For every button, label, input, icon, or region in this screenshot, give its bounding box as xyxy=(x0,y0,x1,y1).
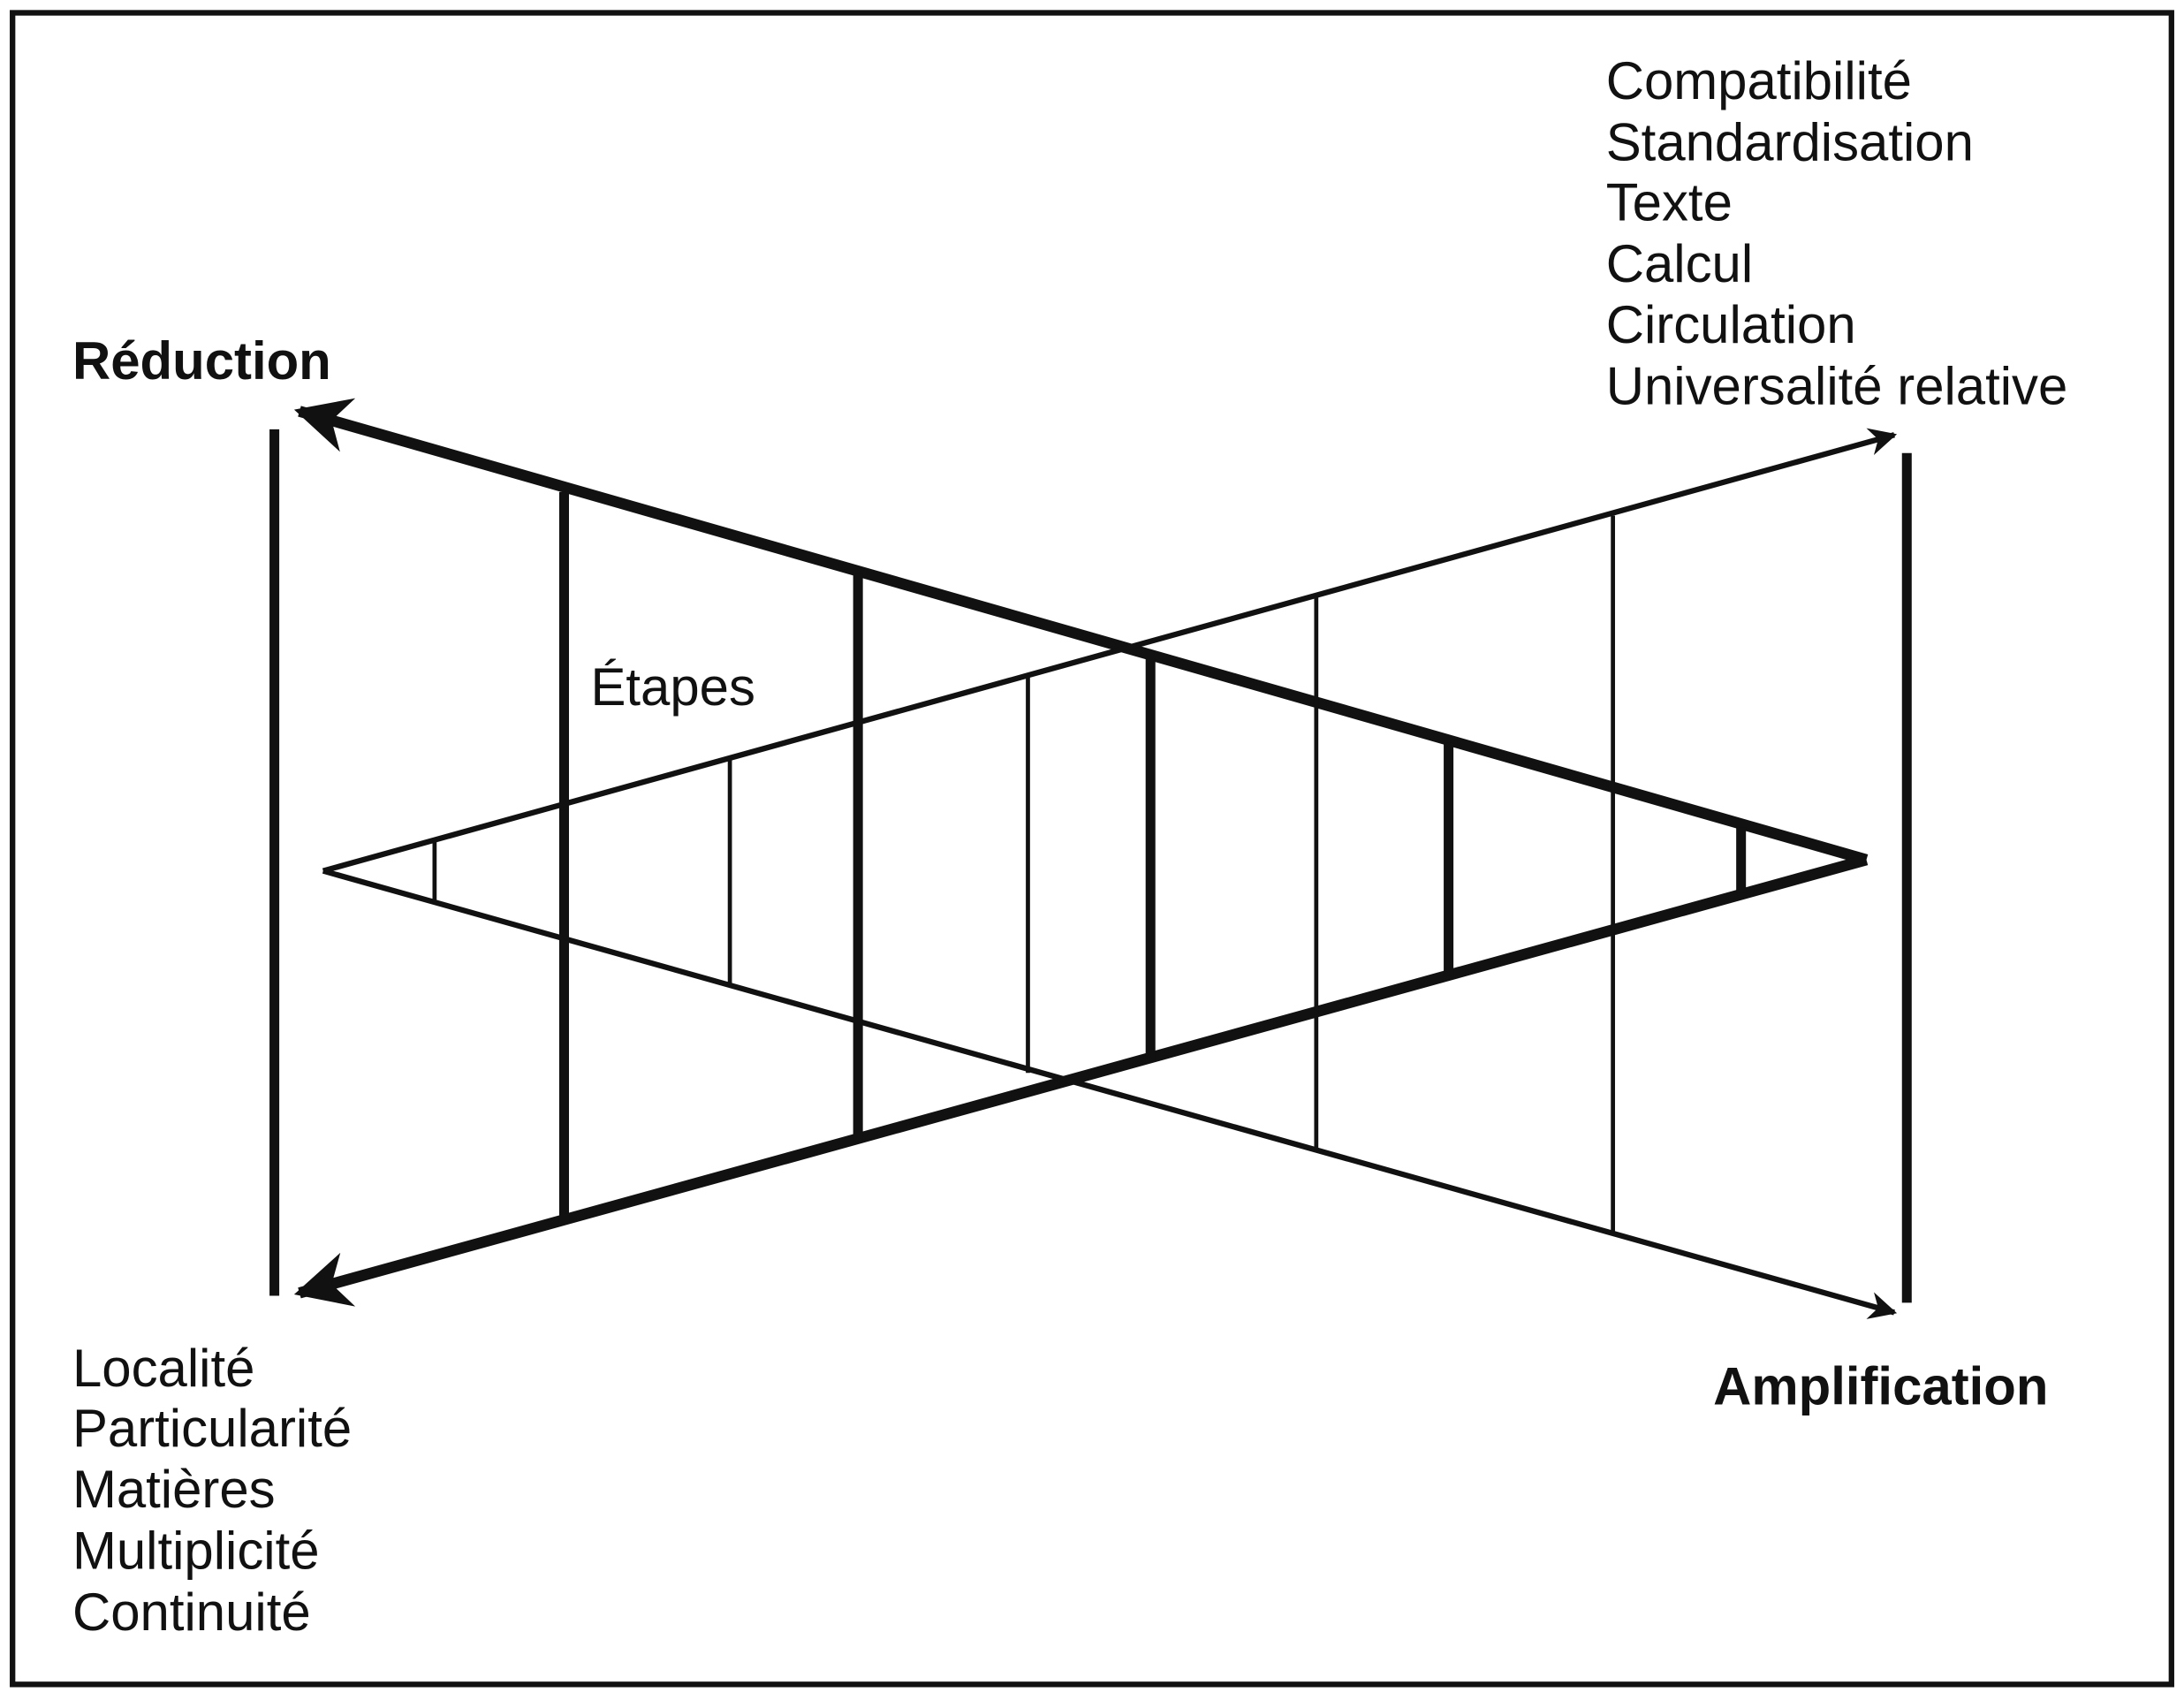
gain-item: Compatibilité xyxy=(1606,51,1912,110)
amplification-step-rungs xyxy=(432,515,1615,1235)
steps-label: Étapes xyxy=(590,657,755,717)
loss-item: Multiplicité xyxy=(72,1521,320,1580)
gain-item: Calcul xyxy=(1606,234,1753,293)
reduction-arrow-bottom xyxy=(293,854,1869,1307)
reduction-label: Réduction xyxy=(72,331,331,391)
gain-item: Circulation xyxy=(1606,295,1856,354)
reduction-arrow-top xyxy=(293,398,1869,866)
reduction-step-rungs xyxy=(558,491,1747,1224)
gain-item: Texte xyxy=(1606,172,1733,231)
reduction-losses-list: Localité Particularité Matières Multipli… xyxy=(72,1339,352,1642)
loss-item: Matières xyxy=(72,1460,276,1519)
amplification-arrow-bottom xyxy=(322,868,1898,1319)
amplification-arrow-top xyxy=(322,428,1898,874)
loss-item: Localité xyxy=(72,1339,254,1398)
amplification-label: Amplification xyxy=(1713,1356,2048,1415)
gain-item: Standardisation xyxy=(1606,113,1974,172)
loss-item: Particularité xyxy=(72,1399,352,1458)
gain-item: Universalité relative xyxy=(1606,357,2068,416)
amplification-gains-list: Compatibilité Standardisation Texte Calc… xyxy=(1606,51,2068,415)
loss-item: Continuité xyxy=(72,1582,311,1642)
frame-border xyxy=(10,10,2174,1688)
